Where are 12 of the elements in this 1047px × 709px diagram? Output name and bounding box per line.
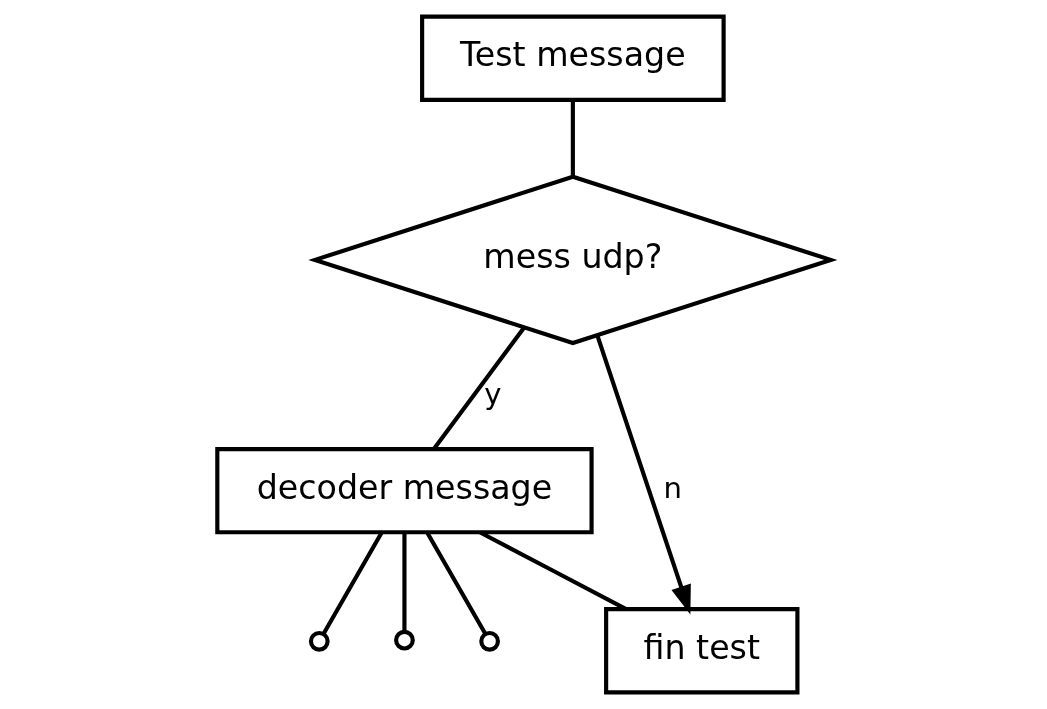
node-diamond: mess udp?	[307, 174, 837, 346]
connector	[570, 100, 575, 177]
node-box: fin test	[603, 607, 799, 695]
edge-label: n	[662, 471, 682, 506]
connector	[425, 531, 487, 635]
node-box: decoder message	[214, 447, 594, 535]
connector	[321, 531, 383, 635]
arrow	[594, 334, 691, 615]
connector	[401, 532, 407, 632]
connector	[478, 530, 627, 611]
node-box: Test message	[419, 14, 726, 102]
edge-label: y	[483, 376, 501, 411]
